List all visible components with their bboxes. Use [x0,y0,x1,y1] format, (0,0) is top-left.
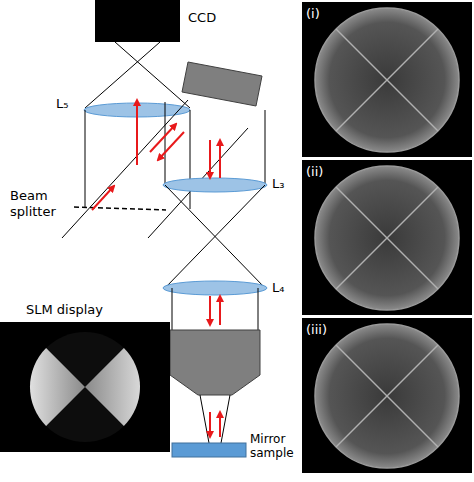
node-label: Mirror sample [250,432,300,461]
lens-label: L₃ [272,176,298,192]
lens-label: L₅ [56,96,84,112]
node-label: (ii) [306,164,346,180]
node-label: SLM display [26,302,156,318]
mirror-sample: Mirror sample [172,443,246,457]
node-label: (i) [306,6,346,22]
lens-label: L₄ [272,280,298,296]
result-panel: (i) [302,2,472,157]
node-label: CCD [188,10,248,26]
slm-display: SLM display [0,322,170,452]
beam-splitter-label: Beam splitter [10,188,68,219]
result-panel: (iii) [302,318,472,473]
node-label: (iii) [306,322,346,338]
result-panel: (ii) [302,160,472,315]
ccd-camera: CCD [95,0,180,42]
